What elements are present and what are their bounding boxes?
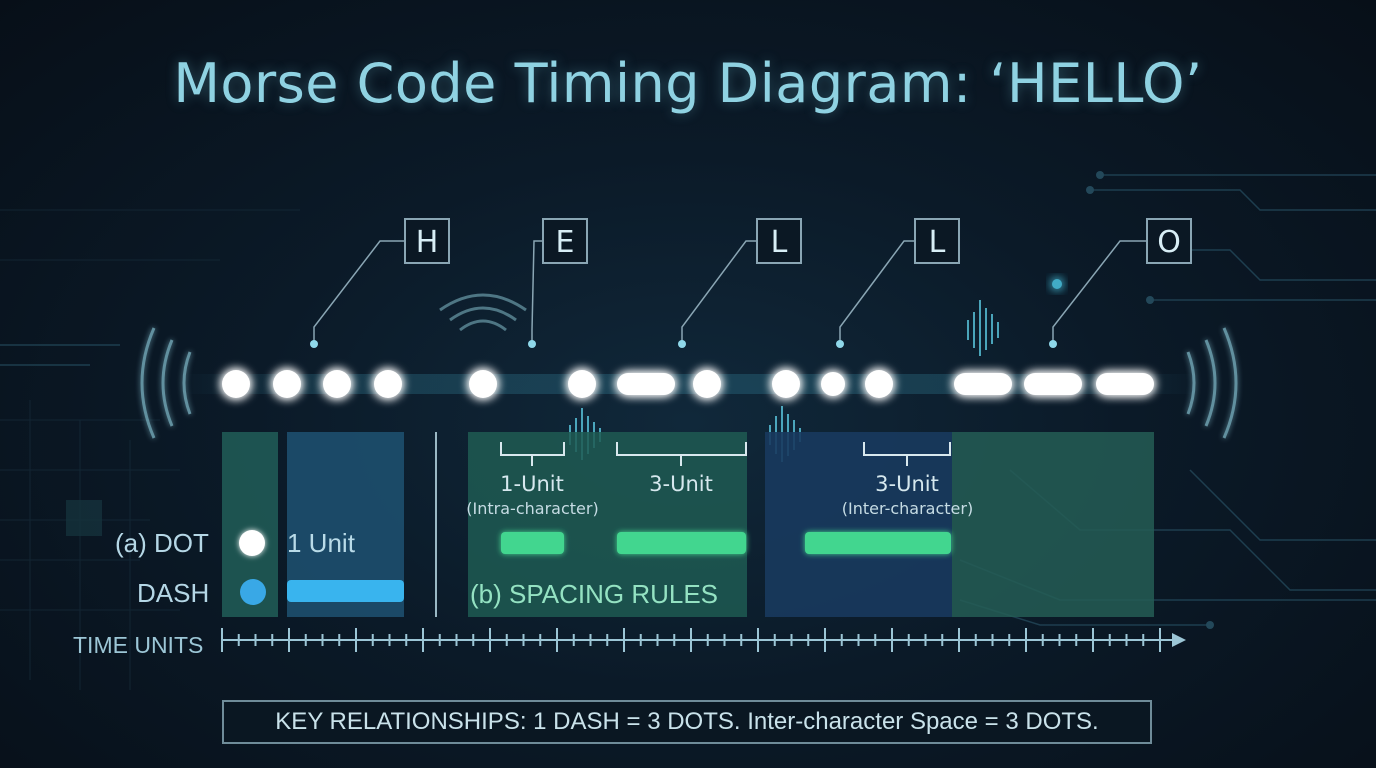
spacing-bar-inter-character (805, 532, 951, 554)
panel-l2-blue (765, 432, 952, 617)
morse-dash (617, 373, 675, 395)
grid-square (66, 500, 102, 536)
panel-o-green (952, 432, 1154, 617)
morse-dot (865, 370, 893, 398)
spacing-3-unit-label: 3-Unit (649, 472, 713, 496)
letter-leader-lines (313, 240, 1146, 344)
morse-dot (821, 372, 845, 396)
wifi-waves (439, 293, 527, 332)
spacing-inter-character-sub: (Inter-character) (841, 499, 974, 518)
spacing-bar-1-unit (501, 532, 564, 554)
morse-dash (1096, 373, 1154, 395)
signal-row-glow (180, 374, 1200, 394)
background-grid (0, 209, 300, 690)
morse-dot (374, 370, 402, 398)
panel-spacing-green (468, 432, 747, 617)
legend-dash-bar (287, 580, 404, 602)
spacing-inter-character-label: 3-Unit (875, 472, 939, 496)
morse-signal (222, 370, 1154, 398)
morse-dot (222, 370, 250, 398)
floating-light (1052, 279, 1062, 289)
legend-dot-label: (a) DOT (115, 528, 209, 558)
morse-dot (323, 370, 351, 398)
diagram-title: Morse Code Timing Diagram: ‘HELLO’ (173, 52, 1203, 115)
letter-box-h: H (404, 218, 450, 264)
legend-dot (239, 530, 265, 556)
leader-anchor-dots (310, 340, 1057, 348)
legend-one-unit-label: 1 Unit (287, 528, 355, 558)
morse-dash (1024, 373, 1082, 395)
legend-dash-dot (240, 579, 266, 605)
spacing-rules-label: (b) SPACING RULES (470, 579, 719, 609)
timing-panels (222, 432, 1154, 617)
right-signal-waves (1186, 327, 1238, 439)
morse-dot (693, 370, 721, 398)
spacing-brackets (500, 442, 951, 466)
spacing-1-unit-label: 1-Unit (500, 472, 564, 496)
morse-dot (273, 370, 301, 398)
spacing-1-unit-sub: (Intra-character) (466, 499, 599, 518)
morse-dot (772, 370, 800, 398)
letter-box-e: E (542, 218, 588, 264)
morse-dash (954, 373, 1012, 395)
letter-box-o: O (1146, 218, 1192, 264)
time-axis-arrow (1172, 633, 1186, 647)
key-relationships-box: KEY RELATIONSHIPS: 1 DASH = 3 DOTS. Inte… (222, 700, 1152, 744)
time-axis-label: TIME UNITS (73, 632, 204, 658)
morse-dot (469, 370, 497, 398)
letter-box-l-second: L (914, 218, 960, 264)
legend-dash-label: DASH (137, 578, 210, 608)
left-signal-waves (140, 327, 192, 439)
time-axis (221, 628, 1186, 652)
spacing-bar-3-unit (617, 532, 746, 554)
morse-dot (568, 370, 596, 398)
letter-box-l-first: L (756, 218, 802, 264)
